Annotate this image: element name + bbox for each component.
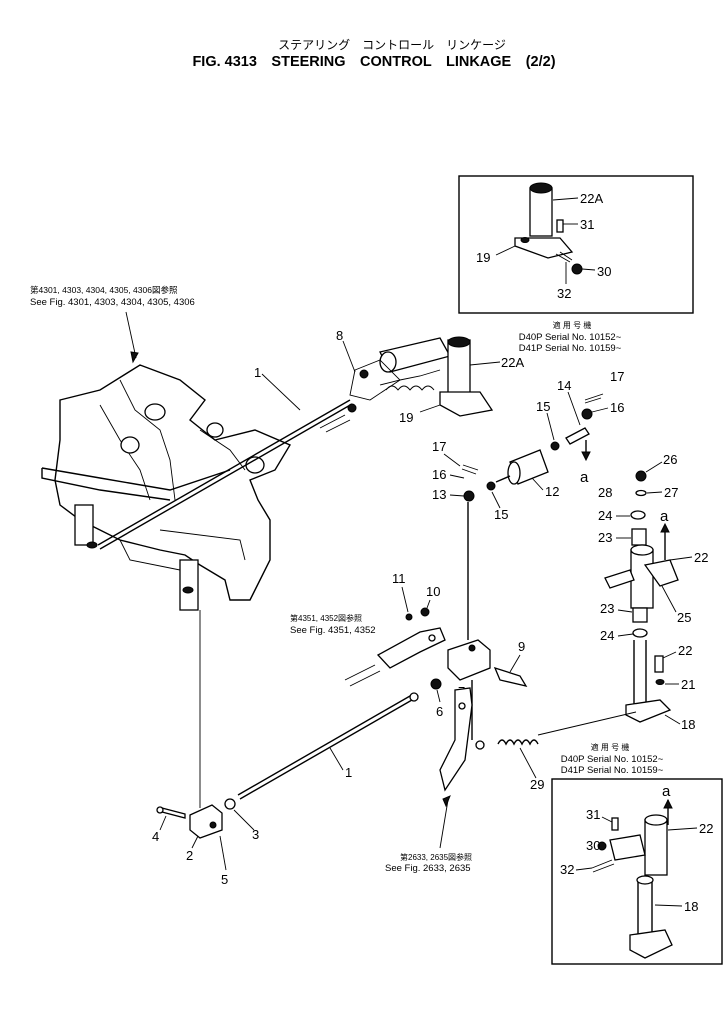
right-column-assembly bbox=[604, 470, 679, 723]
callout-22A-main: 22A bbox=[501, 355, 524, 370]
callout-23-lower: 23 bbox=[600, 601, 614, 616]
callout-15-lower: 15 bbox=[494, 507, 508, 522]
inset-bottom-serial-d40p: D40P Serial No. 10152~ bbox=[561, 754, 664, 765]
lever-reference-en: See Fig. 4351, 4352 bbox=[290, 625, 376, 636]
callout-30-bottom: 30 bbox=[586, 838, 600, 853]
inset-top-applicability-jp: 適 用 号 機 bbox=[553, 320, 592, 330]
callout-1-lower: 1 bbox=[345, 765, 352, 780]
callout-11: 11 bbox=[392, 571, 406, 586]
callout-29: 29 bbox=[530, 777, 544, 792]
callout-17-upper: 17 bbox=[610, 369, 624, 384]
callout-12: 12 bbox=[545, 484, 559, 499]
callout-4: 4 bbox=[152, 829, 159, 844]
callout-6: 6 bbox=[436, 704, 443, 719]
callout-32-inset: 32 bbox=[557, 286, 571, 301]
arm-reference-en: See Fig. 2633, 2635 bbox=[385, 863, 471, 874]
inset-bottom-serial-d41p: D41P Serial No. 10159~ bbox=[561, 765, 664, 776]
callout-26: 26 bbox=[663, 452, 677, 467]
callout-22A-inset: 22A bbox=[580, 191, 603, 206]
callout-a-inset: a bbox=[662, 783, 671, 800]
callout-27: 27 bbox=[664, 485, 678, 500]
callout-10: 10 bbox=[426, 584, 440, 599]
lower-rod bbox=[237, 692, 419, 800]
callout-15-upper: 15 bbox=[536, 399, 550, 414]
callout-2: 2 bbox=[186, 848, 193, 863]
callout-14: 14 bbox=[557, 378, 571, 393]
callout-31-bottom: 31 bbox=[586, 807, 600, 822]
callout-22-bottom: 22 bbox=[699, 821, 713, 836]
arm-reference-jp: 第2633, 2635図参照 bbox=[400, 852, 472, 862]
title-japanese: ステアリング コントロール リンケージ bbox=[278, 38, 506, 52]
inset-bottom-applicability-jp: 適 用 号 機 bbox=[591, 742, 630, 752]
callout-24-lower: 24 bbox=[600, 628, 614, 643]
callout-16-lower: 16 bbox=[432, 467, 446, 482]
callout-18-main: 18 bbox=[681, 717, 695, 732]
callout-31-inset: 31 bbox=[580, 217, 594, 232]
callout-28: 28 bbox=[598, 485, 612, 500]
callout-18-bottom: 18 bbox=[684, 899, 698, 914]
callout-a-right: a bbox=[660, 508, 669, 525]
upper-cylinder-assembly bbox=[319, 336, 494, 433]
callout-23-upper: 23 bbox=[598, 530, 612, 545]
frame-reference-jp: 第4301, 4303, 4304, 4305, 4306図参照 bbox=[30, 285, 178, 295]
figure-title: FIG. 4313 STEERING CONTROL LINKAGE (2/2) bbox=[192, 54, 555, 70]
callout-19-inset: 19 bbox=[476, 250, 490, 265]
callout-5: 5 bbox=[221, 872, 228, 887]
lever-reference-jp: 第4351, 4352図参照 bbox=[290, 613, 362, 623]
callout-30-inset: 30 bbox=[597, 264, 611, 279]
callout-13: 13 bbox=[432, 487, 446, 502]
callout-19-main: 19 bbox=[399, 410, 413, 425]
inset-box-top bbox=[458, 175, 694, 314]
frame-reference-en: See Fig. 4301, 4303, 4304, 4305, 4306 bbox=[30, 297, 195, 308]
callout-a-upper: a bbox=[580, 469, 589, 486]
callout-32-bottom: 32 bbox=[560, 862, 574, 877]
inset-bottom-drawing bbox=[591, 798, 673, 959]
bellcrank-arm bbox=[439, 680, 485, 792]
callout-9: 9 bbox=[518, 639, 525, 654]
inset-top-serial-d41p: D41P Serial No. 10159~ bbox=[519, 343, 622, 354]
callout-17-lower: 17 bbox=[432, 439, 446, 454]
callout-22-bolt: 22 bbox=[678, 643, 692, 658]
lever-assembly bbox=[344, 607, 446, 687]
callout-3: 3 bbox=[252, 827, 259, 842]
inset-top-serial-d40p: D40P Serial No. 10152~ bbox=[519, 332, 622, 343]
callout-21: 21 bbox=[681, 677, 695, 692]
nut-6 bbox=[430, 678, 442, 690]
vehicle-frame bbox=[41, 364, 292, 611]
spring-29 bbox=[497, 739, 539, 746]
callout-22-right: 22 bbox=[694, 550, 708, 565]
callout-8: 8 bbox=[336, 328, 343, 343]
inset-box-bottom bbox=[551, 778, 723, 965]
yoke-2 bbox=[156, 798, 236, 839]
cylinder-group bbox=[461, 393, 604, 502]
callout-16-upper: 16 bbox=[610, 400, 624, 415]
callout-24-upper: 24 bbox=[598, 508, 612, 523]
callout-25: 25 bbox=[677, 610, 691, 625]
callout-1-upper: 1 bbox=[254, 365, 261, 380]
upper-rod bbox=[97, 399, 353, 550]
clevis-7 bbox=[447, 639, 528, 687]
inset-top-drawing bbox=[495, 182, 596, 284]
